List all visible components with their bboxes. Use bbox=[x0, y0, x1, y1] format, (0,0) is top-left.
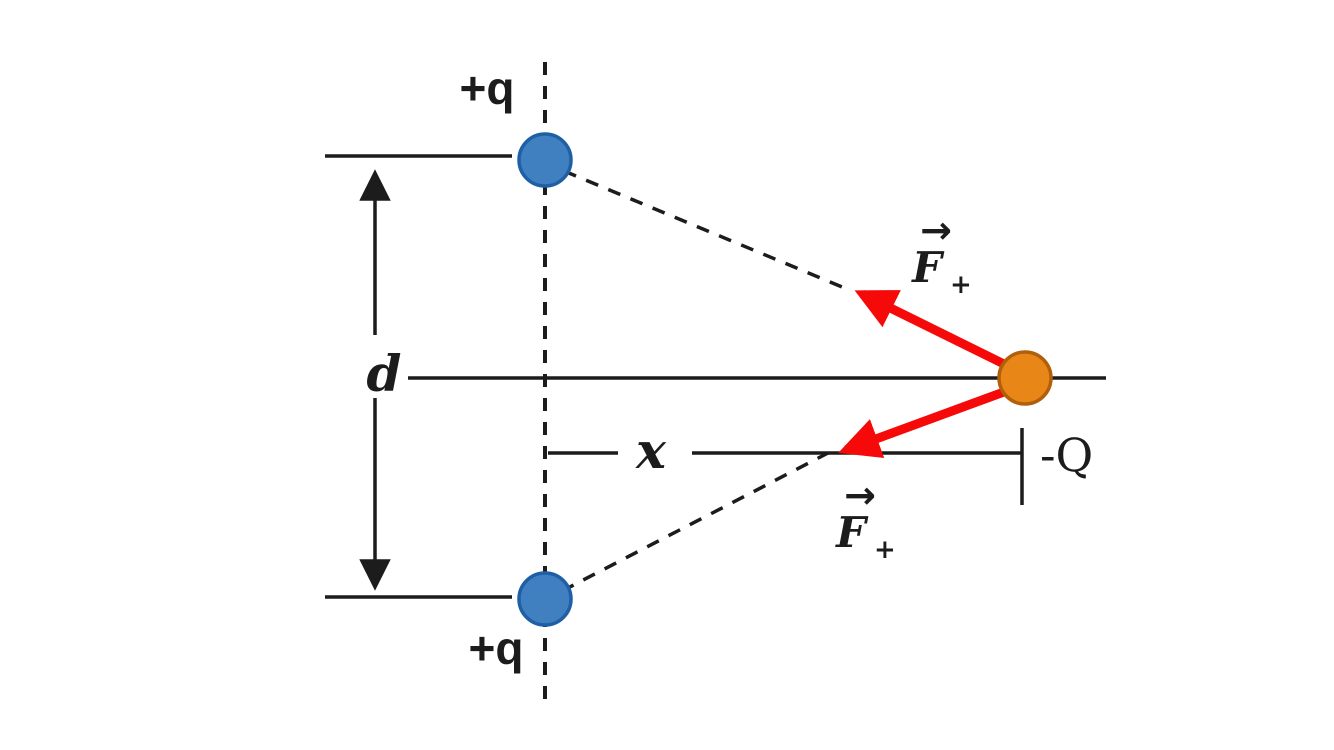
x-label: x bbox=[635, 421, 667, 480]
force-vector-lower bbox=[838, 384, 1014, 459]
force-label-lower: → F + bbox=[835, 473, 896, 565]
force-label-lower-subscript: + bbox=[874, 535, 896, 565]
negative-charge-label: -Q bbox=[1040, 428, 1093, 482]
top-charge-label: +q bbox=[460, 62, 515, 114]
force-label-lower-symbol: F bbox=[835, 508, 869, 557]
top-positive-charge bbox=[517, 132, 573, 188]
force-label-lower-vector-arrow-icon: → bbox=[844, 473, 876, 517]
bottom-positive-charge bbox=[517, 571, 573, 627]
dashed-line-bottom-charge bbox=[561, 451, 829, 593]
force-label-upper: → F + bbox=[911, 208, 972, 300]
negative-charge bbox=[997, 350, 1053, 406]
force-label-upper-symbol: F bbox=[911, 243, 945, 292]
force-label-upper-vector-arrow-icon: → bbox=[920, 208, 952, 252]
dashed-line-top-charge bbox=[563, 169, 843, 289]
d-label: d bbox=[367, 344, 402, 403]
force-label-upper-subscript: + bbox=[950, 270, 972, 300]
force-vector-upper bbox=[854, 289, 1012, 372]
bottom-charge-label: +q bbox=[469, 622, 524, 674]
